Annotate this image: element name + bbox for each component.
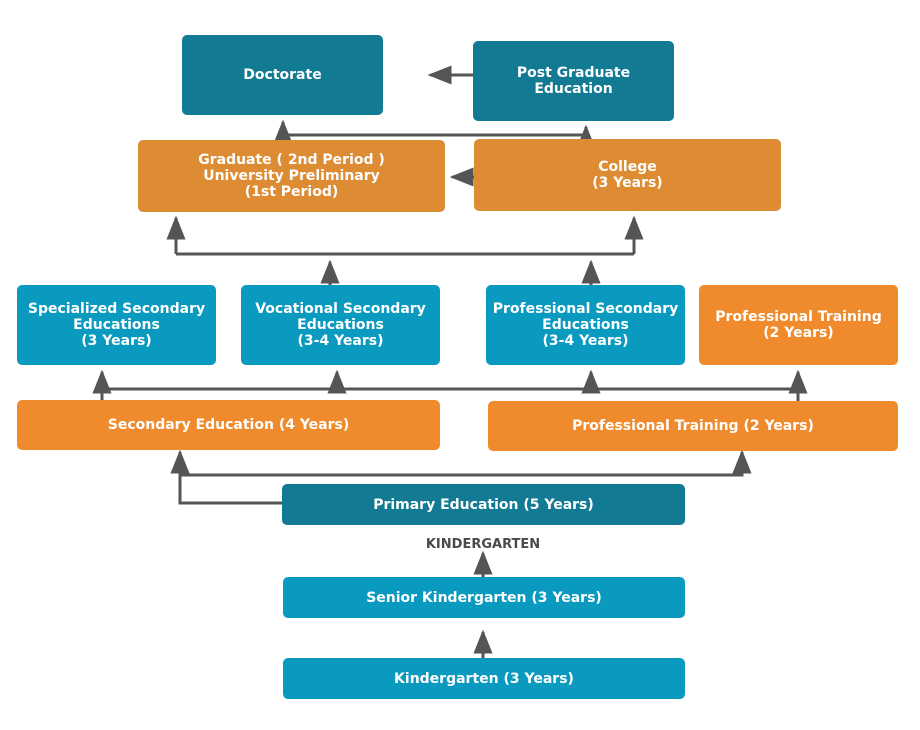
node-professional-secondary: Professional Secondary Educations (3-4 Y… <box>486 285 685 365</box>
arrow-primary-to-secondary <box>170 449 282 505</box>
node-vocational-line2: Educations <box>297 317 384 333</box>
node-professional-training-upper: Professional Training (2 Years) <box>699 285 898 365</box>
node-specialized-line2: Educations <box>73 317 160 333</box>
node-specialized-line3: (3 Years) <box>81 333 152 349</box>
node-graduate: Graduate ( 2nd Period ) University Preli… <box>138 140 445 212</box>
node-doctorate-line1: Doctorate <box>243 67 322 83</box>
node-senior-kindergarten-line1: Senior Kindergarten (3 Years) <box>366 589 602 606</box>
arrow-primary-to-training <box>180 449 752 477</box>
node-graduate-line3: (1st Period) <box>244 184 339 200</box>
node-college: College (3 Years) <box>474 139 781 211</box>
node-post-graduate: Post Graduate Education <box>473 41 674 121</box>
node-doctorate: Doctorate <box>182 35 383 115</box>
node-professional-training-lower-line1: Professional Training (2 Years) <box>572 418 814 434</box>
node-college-line1: College <box>598 159 657 175</box>
node-professional-secondary-line1: Professional Secondary <box>492 301 679 317</box>
node-professional-training-upper-line1: Professional Training <box>715 309 882 325</box>
node-graduate-line1: Graduate ( 2nd Period ) <box>198 152 385 168</box>
node-college-line2: (3 Years) <box>592 175 663 191</box>
node-graduate-line2: University Preliminary <box>203 168 380 184</box>
node-secondary-education-line1: Secondary Education (4 Years) <box>107 417 350 433</box>
node-kindergarten-line1: Kindergarten (3 Years) <box>394 670 574 687</box>
node-specialized-secondary: Specialized Secondary Educations (3 Year… <box>17 285 216 365</box>
node-senior-kindergarten: Senior Kindergarten (3 Years) <box>283 577 685 618</box>
node-post-graduate-line2: Education <box>534 81 613 97</box>
node-primary-education: Primary Education (5 Years) <box>282 484 685 525</box>
node-vocational-line1: Vocational Secondary <box>255 301 426 317</box>
node-kindergarten: Kindergarten (3 Years) <box>283 658 685 699</box>
node-vocational-secondary: Vocational Secondary Educations (3-4 Yea… <box>241 285 440 365</box>
node-professional-secondary-line2: Educations <box>542 317 629 333</box>
node-vocational-line3: (3-4 Years) <box>297 333 384 349</box>
node-professional-training-upper-line2: (2 Years) <box>763 325 834 341</box>
node-professional-secondary-line3: (3-4 Years) <box>542 333 629 349</box>
node-post-graduate-line1: Post Graduate <box>516 65 631 81</box>
node-primary-education-line1: Primary Education (5 Years) <box>373 496 594 513</box>
node-secondary-education: Secondary Education (4 Years) <box>17 400 440 450</box>
node-specialized-line1: Specialized Secondary <box>27 301 206 317</box>
section-label-kindergarten: KINDERGARTEN <box>425 537 541 552</box>
node-professional-training-lower: Professional Training (2 Years) <box>488 401 898 451</box>
